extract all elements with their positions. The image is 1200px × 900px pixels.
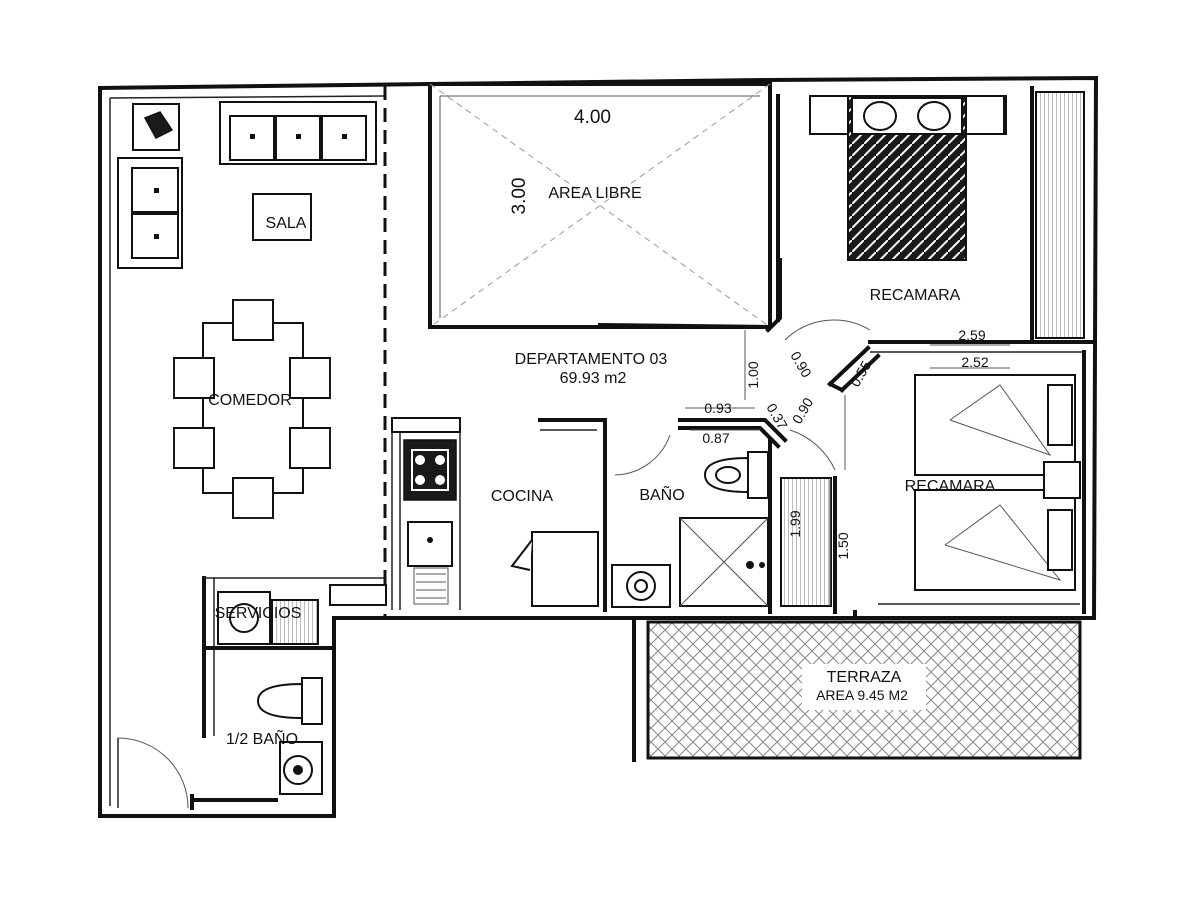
- area-libre-height: 3.00: [509, 178, 530, 215]
- dim-090a: 0.90: [787, 349, 815, 381]
- comedor-label: COMEDOR: [208, 392, 292, 409]
- dim-093: 0.93: [704, 400, 731, 416]
- dim-037: 0.37: [763, 401, 791, 433]
- dimension-lines: [685, 330, 1010, 606]
- dim-199: 1.99: [787, 510, 803, 537]
- terraza-area: AREA 9.45 M2: [816, 687, 908, 703]
- recamara-1-label: RECAMARA: [870, 287, 961, 304]
- shower-icon: [679, 517, 769, 607]
- fridge-icon: [510, 531, 599, 607]
- toilet-icon: [703, 451, 769, 499]
- dim-150: 1.50: [835, 532, 851, 559]
- recamara-2-label: RECAMARA: [905, 478, 996, 495]
- area-libre-width: 4.00: [574, 107, 611, 128]
- lamp-table: [132, 103, 180, 151]
- sala-label: SALA: [266, 215, 307, 232]
- cocina-label: COCINA: [491, 488, 554, 505]
- coffee-table: [252, 193, 312, 241]
- door-arc-bathroom: [614, 434, 671, 476]
- half-bath-toilet-icon: [256, 677, 323, 725]
- closet-2: [780, 477, 832, 607]
- washing-machine-icon: [217, 591, 271, 645]
- bedroom-2-walls: [878, 350, 1086, 614]
- departamento-label: DEPARTAMENTO 03: [515, 351, 668, 368]
- dining-chairs: [173, 299, 331, 519]
- closet-1: [1035, 91, 1085, 339]
- dim-100: 1.00: [745, 361, 761, 388]
- door-arc-bedroom-1: [784, 319, 871, 341]
- terrace-label-bg: [802, 664, 926, 710]
- dim-252: 2.52: [961, 354, 988, 370]
- door-arc-bedroom-2: [789, 429, 836, 471]
- terraza-label: TERRAZA: [827, 669, 902, 686]
- dim-087: 0.87: [702, 430, 729, 446]
- dim-090b: 0.90: [789, 395, 817, 427]
- double-bed: [809, 95, 1007, 261]
- stove-icon: [403, 439, 457, 501]
- sink-icon: [407, 521, 453, 605]
- servicios-label: SERVICIOS: [215, 605, 302, 622]
- washbasin-icon: [611, 564, 671, 608]
- nightstand: [1043, 461, 1081, 499]
- dining-table: [202, 322, 304, 494]
- medio-bano-label: 1/2 BAÑO: [226, 728, 298, 748]
- departamento-area: 69.93 m2: [560, 370, 627, 387]
- area-libre-label: AREA LIBRE: [548, 185, 641, 202]
- service-walls: [194, 576, 385, 802]
- counter-sill: [329, 584, 387, 606]
- dim-259: 2.59: [958, 327, 985, 343]
- entry-door: [117, 737, 194, 810]
- bathroom-walls: [538, 418, 772, 614]
- sofa-3-seat: [219, 101, 377, 165]
- single-beds: [914, 374, 1076, 591]
- sofa-2-seat: [117, 157, 183, 269]
- laundry-sink: [271, 599, 319, 645]
- kitchen-counter: [391, 417, 461, 610]
- half-bath-basin-icon: [279, 741, 323, 795]
- bano-label: BAÑO: [639, 484, 684, 504]
